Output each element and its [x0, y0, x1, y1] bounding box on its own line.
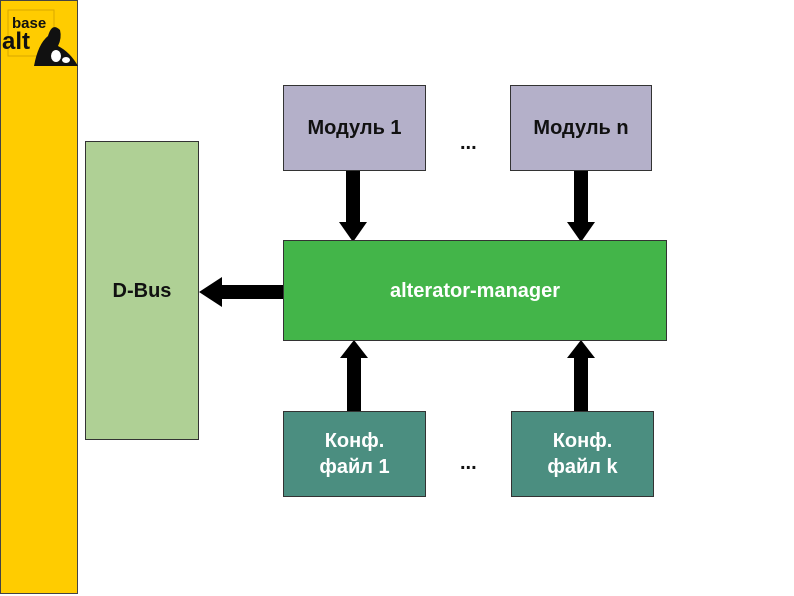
module-1-label: Модуль 1 [307, 117, 402, 139]
logo-text-alt: alt [2, 28, 31, 55]
config-file-1-box: Конф. файл 1 [283, 411, 426, 497]
sidebar-stripe [0, 0, 78, 594]
config-file-k-line2: файл k [547, 456, 618, 478]
config-file-1-line1: Конф. [324, 430, 385, 452]
alterator-manager-label: alterator-manager [389, 279, 561, 302]
basealt-logo: base alt [0, 0, 80, 72]
modules-ellipsis: ... [460, 132, 477, 154]
arrow-module1-to-manager [339, 170, 367, 242]
arrow-manager-to-dbus [199, 277, 284, 307]
arrow-config1-to-manager [340, 340, 368, 412]
arrow-modulen-to-manager [567, 170, 595, 242]
module-n-box: Модуль n [510, 85, 652, 171]
config-file-1-line2: файл 1 [319, 456, 390, 478]
configs-ellipsis: ... [460, 452, 477, 474]
logo-frame [7, 9, 78, 66]
dbus-label: D-Bus [112, 279, 172, 302]
module-n-label: Модуль n [533, 117, 629, 139]
arrow-configk-to-manager [567, 340, 595, 412]
config-file-k-box: Конф. файл k [511, 411, 654, 497]
module-1-box: Модуль 1 [283, 85, 426, 171]
dbus-box: D-Bus [85, 141, 199, 440]
alterator-manager-box: alterator-manager [283, 240, 667, 341]
logo-text-base: base [12, 15, 47, 32]
config-file-k-line1: Конф. [552, 430, 613, 452]
